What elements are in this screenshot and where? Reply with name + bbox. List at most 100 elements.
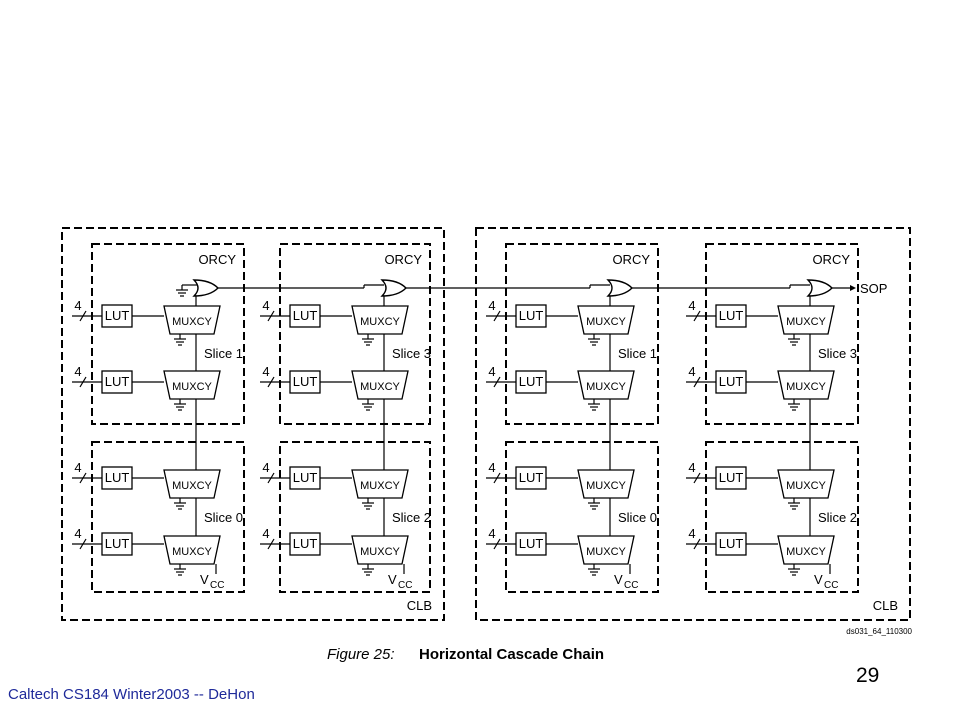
slice-label: Slice 2: [818, 510, 857, 525]
muxcy-label: MUXCY: [360, 546, 400, 558]
muxcy-block: [777, 469, 835, 499]
bus-width-label: 4: [488, 526, 495, 541]
orcy-label: ORCY: [198, 252, 236, 267]
bus-width-label: 4: [262, 298, 269, 313]
muxcy-label: MUXCY: [172, 546, 212, 558]
muxcy-block: [351, 469, 409, 499]
clb-boundary: [61, 227, 445, 621]
muxcy-block: [163, 469, 221, 499]
muxcy-block: [777, 370, 835, 400]
slice-boundary: [505, 441, 659, 593]
vcc-sub-label: CC: [210, 580, 224, 591]
lut-label: LUT: [719, 536, 744, 551]
muxcy-label: MUXCY: [586, 316, 626, 328]
muxcy-block: [577, 370, 635, 400]
slice-boundary: [705, 243, 859, 425]
slice-label: Slice 0: [204, 510, 243, 525]
lut-label: LUT: [519, 470, 544, 485]
lut-label: LUT: [519, 308, 544, 323]
bus-width-slash: [79, 310, 87, 322]
slice-boundary: [279, 243, 431, 425]
muxcy-label: MUXCY: [786, 480, 826, 492]
lut-label: LUT: [293, 470, 318, 485]
lut-label: LUT: [105, 536, 130, 551]
bus-width-label: 4: [262, 364, 269, 379]
bus-width-label: 4: [688, 298, 695, 313]
orcy-label: ORCY: [384, 252, 422, 267]
lut-label: LUT: [719, 470, 744, 485]
muxcy-label: MUXCY: [360, 480, 400, 492]
bus-width-label: 4: [262, 460, 269, 475]
bus-width-slash: [493, 472, 501, 484]
or-gate: [192, 279, 219, 297]
muxcy-block: [777, 305, 835, 335]
bus-width-slash: [493, 376, 501, 388]
muxcy-label: MUXCY: [360, 316, 400, 328]
slice-label: Slice 3: [818, 346, 857, 361]
bus-width-label: 4: [74, 460, 81, 475]
page-number: 29: [856, 664, 880, 687]
bus-width-label: 4: [262, 526, 269, 541]
bus-width-label: 4: [488, 364, 495, 379]
bus-width-label: 4: [488, 298, 495, 313]
slice-label: Slice 3: [392, 346, 431, 361]
bus-width-slash: [693, 472, 701, 484]
slice-label: Slice 0: [618, 510, 657, 525]
clb-boundary: [475, 227, 911, 621]
bus-width-label: 4: [74, 298, 81, 313]
slice-label: Slice 1: [618, 346, 657, 361]
slice-boundary: [91, 441, 245, 593]
muxcy-block: [577, 469, 635, 499]
muxcy-label: MUXCY: [786, 546, 826, 558]
muxcy-label: MUXCY: [172, 381, 212, 393]
muxcy-label: MUXCY: [172, 316, 212, 328]
slice-label: Slice 2: [392, 510, 431, 525]
muxcy-label: MUXCY: [786, 316, 826, 328]
muxcy-block: [577, 535, 635, 565]
vcc-sub-label: CC: [824, 580, 838, 591]
lut-label: LUT: [519, 374, 544, 389]
muxcy-label: MUXCY: [586, 480, 626, 492]
muxcy-label: MUXCY: [586, 381, 626, 393]
bus-width-slash: [267, 472, 275, 484]
lut-label: LUT: [519, 536, 544, 551]
bus-width-slash: [267, 376, 275, 388]
sop-arrow-icon: [850, 285, 856, 291]
bus-width-label: 4: [688, 460, 695, 475]
lut-label: LUT: [719, 308, 744, 323]
muxcy-label: MUXCY: [786, 381, 826, 393]
vcc-sub-label: CC: [624, 580, 638, 591]
bus-width-slash: [267, 310, 275, 322]
bus-width-slash: [493, 538, 501, 550]
muxcy-label: MUXCY: [586, 546, 626, 558]
muxcy-block: [777, 535, 835, 565]
or-gate: [606, 279, 633, 297]
vcc-label: V: [814, 572, 823, 587]
slice-boundary: [279, 441, 431, 593]
figure-title: Horizontal Cascade Chain: [419, 646, 604, 663]
bus-width-label: 4: [688, 526, 695, 541]
lut-label: LUT: [293, 374, 318, 389]
orcy-label: ORCY: [812, 252, 850, 267]
or-gate: [380, 279, 407, 297]
muxcy-block: [163, 305, 221, 335]
footer-text: Caltech CS184 Winter2003 -- DeHon: [8, 686, 255, 703]
slice-boundary: [705, 441, 859, 593]
slice-label: Slice 1: [204, 346, 243, 361]
clb-label: CLB: [873, 598, 898, 613]
slice-boundary: [505, 243, 659, 425]
bus-width-label: 4: [488, 460, 495, 475]
vcc-label: V: [614, 572, 623, 587]
muxcy-block: [351, 370, 409, 400]
bus-width-slash: [79, 472, 87, 484]
vcc-label: V: [388, 572, 397, 587]
or-gate: [806, 279, 833, 297]
bus-width-slash: [79, 538, 87, 550]
lut-label: LUT: [293, 536, 318, 551]
muxcy-block: [163, 370, 221, 400]
lut-label: LUT: [105, 470, 130, 485]
bus-width-label: 4: [74, 526, 81, 541]
figure-label: Figure 25:: [327, 646, 395, 663]
